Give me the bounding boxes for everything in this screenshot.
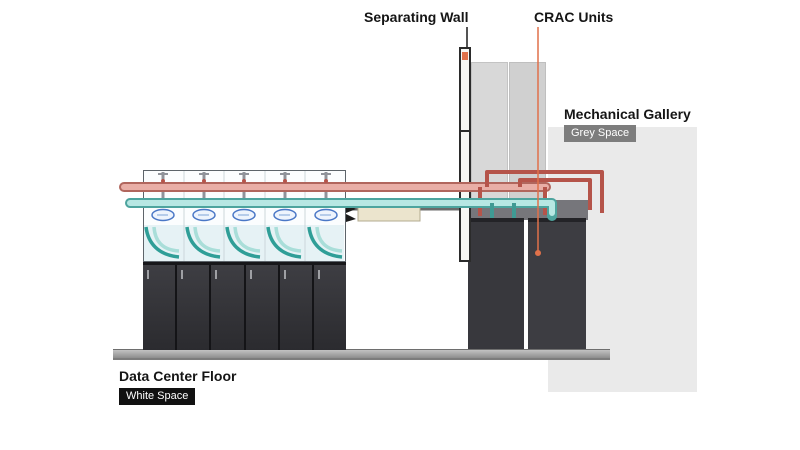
cabinet-handle (317, 270, 320, 279)
rack-cabinet (279, 265, 312, 350)
wall-orange-marker (462, 52, 468, 60)
data-center-floor-label: Data Center Floor (119, 368, 237, 384)
cabinet-handle (181, 270, 184, 279)
transfer-duct (346, 203, 459, 222)
crac-units-label: CRAC Units (534, 9, 614, 25)
floor-slab (113, 349, 610, 360)
wall-joint-line (461, 130, 469, 132)
crac-plenum-base (470, 200, 588, 220)
crac-unit-block-left (468, 218, 524, 350)
cabinet-handle (215, 270, 218, 279)
cabinet-handle (283, 270, 286, 279)
rack-cabinet (211, 265, 244, 350)
mechanical-gallery-label: Mechanical Gallery (564, 106, 691, 122)
rack-cabinet (143, 265, 176, 350)
duct-box (357, 203, 421, 222)
flow-arrow-icon (346, 204, 356, 213)
crac-unit-block-right (528, 218, 586, 350)
flow-arrow-icon (346, 214, 356, 222)
fan-coil-enclosure (143, 170, 346, 262)
white-space-badge: White Space (119, 388, 196, 405)
grey-space-badge: Grey Space (564, 125, 637, 142)
rack-cabinet (177, 265, 210, 350)
cabinet-handle (147, 270, 149, 279)
separating-wall-label: Separating Wall (364, 9, 469, 25)
rack-cabinet (245, 265, 278, 350)
mechanical-panel-left (471, 62, 508, 202)
cabinet-handle (249, 270, 252, 279)
server-rack-row (143, 262, 347, 350)
rack-cabinet (313, 265, 347, 350)
separating-wall (459, 47, 471, 262)
mechanical-panel-right (509, 62, 546, 202)
